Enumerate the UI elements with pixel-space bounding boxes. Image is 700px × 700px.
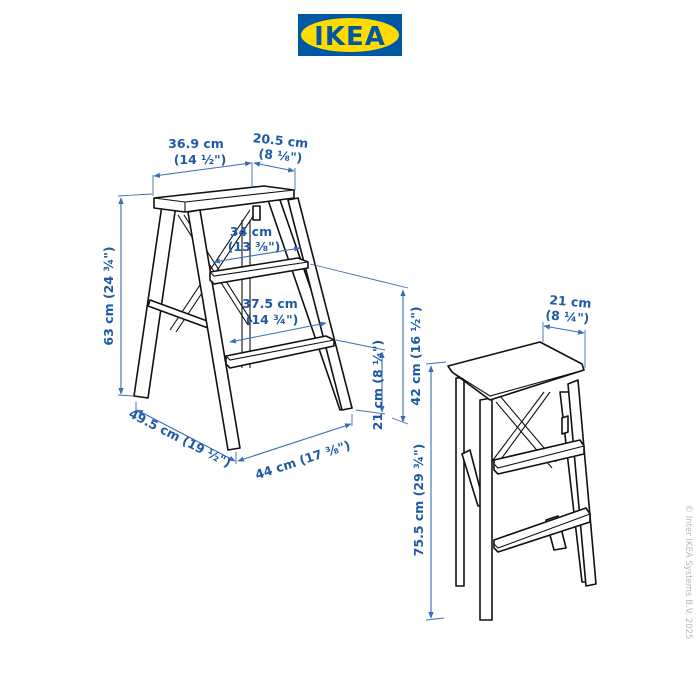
lower-step-width-metric: 37.5 cm [242,296,298,311]
dimension-folded-depth: 21 cm (8 ¼") [542,292,592,368]
base-depth-label: 49.5 cm (19 ½") [126,406,233,470]
upper-step-width-metric: 34 cm [230,224,272,239]
top-depth-metric: 20.5 cm [252,130,309,151]
logo-text: IKEA [314,22,386,52]
total-height-label: 63 cm (24 ¾") [101,246,116,345]
dimension-top-width: 36.9 cm (14 ½") [152,136,253,196]
top-width-imperial: (14 ½") [174,152,227,167]
lower-step-width-imperial: (14 ¾") [246,312,299,327]
top-width-metric: 36.9 cm [168,136,224,151]
upper-step-height-label: 42 cm (16 ½") [408,306,423,405]
dimension-upper-step-width: 34 cm (13 ⅜") [213,224,301,264]
folded-depth-imperial: (8 ¼") [545,307,590,326]
folded-depth-metric: 21 cm [549,292,592,311]
top-depth-imperial: (8 ⅛") [258,146,303,166]
unfolded-step-stool-drawing [133,185,353,451]
folded-step-stool-drawing [447,341,597,621]
dimension-total-height: 63 cm (24 ¾") [101,193,153,397]
lower-step-height-label: 21 cm (8 ¼") [370,340,385,430]
dimension-top-depth: 20.5 cm (8 ⅛") [252,130,309,190]
dimension-lower-step-height: 21 cm (8 ¼") [335,339,386,430]
dimension-folded-height: 75.5 cm (29 ¾") [411,361,447,621]
folded-height-label: 75.5 cm (29 ¾") [411,444,426,557]
copyright-notice: © Inter IKEA Systems B.V. 2025 [683,505,693,640]
dimension-base-depth: 49.5 cm (19 ½") [126,402,237,470]
dimension-base-width: 44 cm (17 ⅜") [237,414,353,482]
upper-step-width-imperial: (13 ⅜") [228,239,281,254]
base-width-label: 44 cm (17 ⅜") [253,437,352,482]
dimension-lower-step-width: 37.5 cm (14 ¾") [229,296,327,344]
ikea-logo: IKEA [298,14,402,56]
dimension-upper-step-height: 42 cm (16 ½") [309,263,423,425]
